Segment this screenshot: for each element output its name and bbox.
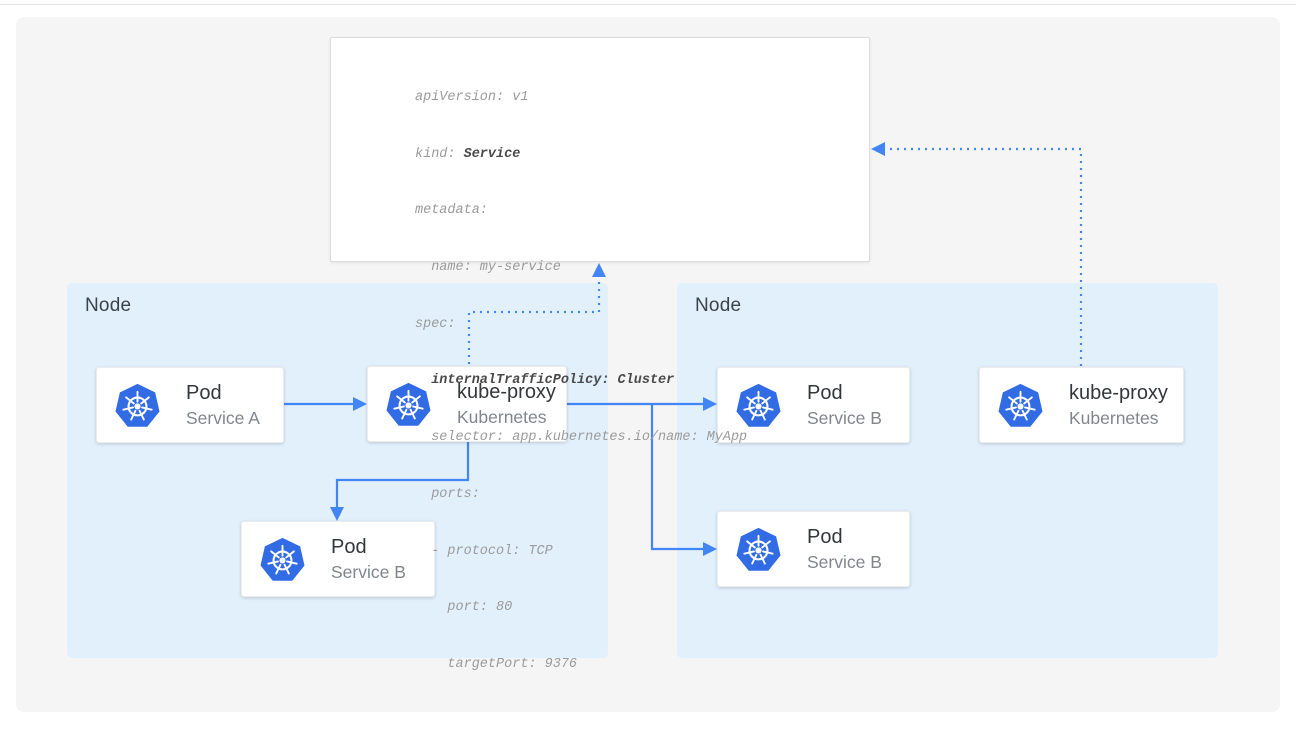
card-subtitle: Service A xyxy=(186,407,260,428)
card-title: Pod xyxy=(807,525,843,548)
yaml-line: targetPort: 9376 xyxy=(415,657,578,672)
kubernetes-icon xyxy=(259,536,306,583)
card-pod-service-b-right-bottom: Pod Service B xyxy=(717,511,910,587)
kubernetes-icon xyxy=(735,526,782,573)
yaml-line: - protocol: TCP xyxy=(415,543,553,559)
card-pod-service-a: Pod Service A xyxy=(96,367,284,443)
card-pod-service-b-left: Pod Service B xyxy=(241,521,435,597)
kubernetes-icon xyxy=(114,382,161,429)
card-kube-proxy-right: kube-proxy Kubernetes xyxy=(979,367,1184,443)
kubernetes-icon xyxy=(735,382,782,429)
node-label: Node xyxy=(85,295,132,316)
card-title: Pod xyxy=(186,381,222,404)
card-title: kube-proxy xyxy=(457,380,556,403)
card-title: kube-proxy xyxy=(1069,381,1168,404)
kubernetes-icon xyxy=(385,381,432,428)
card-pod-service-b-right-top: Pod Service B xyxy=(717,367,910,443)
yaml-line: port: 80 xyxy=(415,600,513,616)
page-top-divider xyxy=(0,4,1296,5)
card-subtitle: Service B xyxy=(807,551,882,572)
kubernetes-icon xyxy=(997,382,1044,429)
node-label: Node xyxy=(695,295,742,316)
yaml-line: internalTrafficPolicy: Cluster xyxy=(431,373,675,389)
yaml-line: spec: xyxy=(415,316,456,332)
card-kube-proxy-left: kube-proxy Kubernetes xyxy=(367,366,567,442)
yaml-code: apiVersion: v1 kind: Service metadata: n… xyxy=(331,38,869,713)
yaml-line: ports: xyxy=(415,486,480,502)
card-subtitle: Kubernetes xyxy=(457,406,547,427)
yaml-line: name: my-service xyxy=(415,259,561,275)
yaml-line: metadata: xyxy=(415,203,488,219)
card-title: Pod xyxy=(807,381,843,404)
card-subtitle: Service B xyxy=(331,561,406,582)
service-yaml-box: apiVersion: v1 kind: Service metadata: n… xyxy=(330,37,870,672)
card-title: Pod xyxy=(331,535,367,558)
card-subtitle: Service B xyxy=(807,407,882,428)
yaml-line: selector: app.kubernetes.io/name: MyApp xyxy=(415,430,748,446)
yaml-line: kind: Service xyxy=(415,146,521,162)
card-subtitle: Kubernetes xyxy=(1069,407,1159,428)
yaml-line: apiVersion: v1 xyxy=(415,89,529,105)
